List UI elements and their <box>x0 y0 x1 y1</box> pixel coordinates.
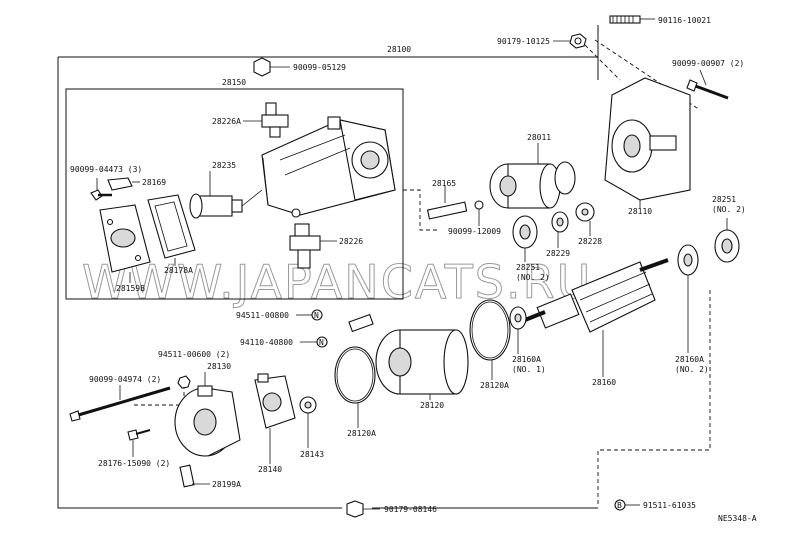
o-ring-right-part <box>469 299 511 380</box>
through-bolt-part <box>69 385 171 422</box>
plunger-28235-part <box>189 171 263 219</box>
label-sub-assembly: 28150 <box>222 78 246 87</box>
dash-nut-path <box>579 39 621 81</box>
gasket-28178a-part <box>147 194 196 266</box>
label-p22: 94511-00800 <box>236 311 289 320</box>
gear-left-part <box>512 215 538 262</box>
label-p25: (NO. 1) <box>512 365 546 374</box>
label-p2: 90179-10125 <box>497 37 550 46</box>
o-ring-left-part <box>334 346 376 428</box>
label-p13: (NO. 2) <box>712 205 746 214</box>
spring-28165-part <box>426 186 468 220</box>
clutch-28011-part <box>489 143 576 209</box>
label-p16: 28229 <box>546 249 570 258</box>
spring-screw-part <box>609 15 655 24</box>
watermark: WWW.JAPANCATS.RU <box>82 255 592 309</box>
svg-text:N: N <box>319 338 324 347</box>
label-p40: 91511-61035 <box>643 501 696 510</box>
pin-28199a-part <box>179 464 210 488</box>
label-p5: 28226A <box>212 117 241 126</box>
label-p23: 94110-40800 <box>240 338 293 347</box>
field-frame-part <box>261 116 396 218</box>
label-p38: 28199A <box>212 480 241 489</box>
ball-part <box>474 200 484 226</box>
label-p35: 28176-15090 (2) <box>98 459 170 468</box>
assembly-frame <box>57 25 599 509</box>
marker-n2: N <box>300 336 328 348</box>
brush-holder-28140-part <box>254 373 296 464</box>
diagram-code: NE5348-A <box>718 514 757 523</box>
label-p1: 90116-10021 <box>658 16 711 25</box>
marker-b: B <box>614 499 640 511</box>
label-p3: 90099-00907 (2) <box>672 59 744 68</box>
housing-28110-part <box>604 77 691 208</box>
marker-n1: N <box>296 309 323 321</box>
nut-bottom-part <box>346 500 380 518</box>
nut-small-part <box>177 375 191 389</box>
cover-28159b-part <box>99 204 151 283</box>
dash-right-path <box>597 290 711 505</box>
gear-right-part <box>714 218 740 263</box>
label-p27: 28160A <box>675 355 704 364</box>
brush-spring-28143-part <box>299 396 317 448</box>
label-p37: 28140 <box>258 465 282 474</box>
long-bolt-part <box>686 69 729 100</box>
label-p7: 90099-04473 (3) <box>70 165 142 174</box>
bolt-top-part <box>253 57 290 77</box>
label-p19: (NO. 2) <box>516 273 550 282</box>
label-p6: 28011 <box>527 133 551 142</box>
retainer-28228-part <box>575 202 595 236</box>
screw-28176-part <box>127 429 151 457</box>
bearing-28229-part <box>551 211 569 248</box>
label-p8: 28169 <box>142 178 166 187</box>
label-p32: 28120 <box>420 401 444 410</box>
bracket-28169-part <box>107 177 140 191</box>
label-p30: 28130 <box>207 362 231 371</box>
label-p9: 28235 <box>212 161 236 170</box>
label-p24: 28160A <box>512 355 541 364</box>
svg-text:N: N <box>314 311 319 320</box>
label-p18: 28251 <box>516 263 540 272</box>
label-p39: 90179-08146 <box>384 505 437 514</box>
terminal-28226-part <box>289 223 337 269</box>
label-p34: 28120A <box>480 381 509 390</box>
label-p26: 28160 <box>592 378 616 387</box>
label-p28: (NO. 2) <box>675 365 709 374</box>
label-assembly: 28100 <box>387 45 411 54</box>
label-p17: 28226 <box>339 237 363 246</box>
end-frame-28130-part <box>174 372 241 457</box>
label-p31: 90099-04974 (2) <box>89 375 161 384</box>
label-p29: 94511-00600 (2) <box>158 350 230 359</box>
label-p36: 28143 <box>300 450 324 459</box>
label-p4: 90099-05129 <box>293 63 346 72</box>
svg-text:B: B <box>617 501 622 510</box>
yoke-28120-part <box>348 313 469 400</box>
label-p20: 28178A <box>164 266 193 275</box>
label-p14: 90099-12009 <box>448 227 501 236</box>
label-p21: 28159B <box>116 284 145 293</box>
label-p11: 28110 <box>628 207 652 216</box>
bearing-28160a-no1-part <box>509 306 527 354</box>
label-p33: 28120A <box>347 429 376 438</box>
label-p12: 28251 <box>712 195 736 204</box>
sub-assembly-frame <box>65 88 404 300</box>
small-bolt-part <box>90 178 112 201</box>
label-p15: 28228 <box>578 237 602 246</box>
terminal-28226a-part <box>243 102 289 138</box>
bearing-28160a-no2-part <box>677 244 699 353</box>
dash-spring-path <box>403 189 440 231</box>
nut-part <box>553 33 587 49</box>
label-p10: 28165 <box>432 179 456 188</box>
